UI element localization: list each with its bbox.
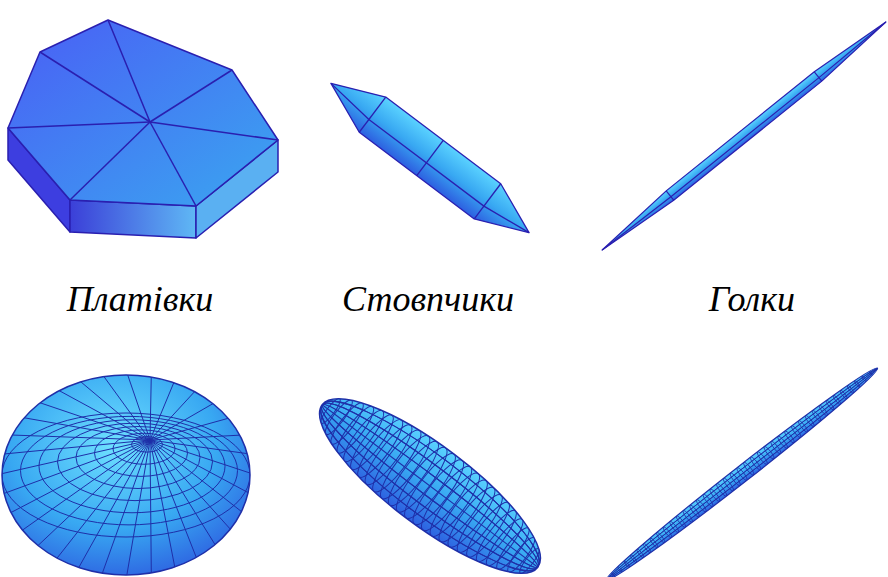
grid-line [0,440,150,495]
grid-line [54,388,150,440]
grid-line [604,365,880,577]
grid-line [310,389,550,577]
crystal-type-label: Стовпчики [342,280,514,320]
grid-line [150,388,198,440]
grid-line [316,397,544,575]
grid-line [34,440,150,549]
needle-crystal [598,17,888,254]
grid-line [606,368,877,577]
grid-line [310,389,550,577]
column-crystal [318,66,543,250]
grid-line [150,440,151,577]
grid-line [6,435,150,440]
grid-line [101,440,150,577]
prolate-spheroid [298,373,562,577]
plate-crystal [8,20,278,238]
oblate-spheroid [0,370,256,577]
grid-line [604,365,880,577]
grid-line [150,435,246,440]
grid-line [0,440,150,455]
grid-line [150,440,234,533]
grid-line [150,440,254,455]
needle-spheroid [602,362,883,577]
grid-line [18,417,150,440]
grid-line [150,372,151,440]
grid-line [316,397,544,575]
grid-line [150,378,176,440]
grid-line [150,440,198,562]
grid-line [150,401,218,440]
grid-line [322,405,538,568]
grid-line [150,440,176,572]
grid-line [18,440,150,533]
grid-line [304,381,556,577]
grid-line [150,440,254,495]
crystal-type-label: Платівки [67,280,214,320]
grid-line [304,381,556,577]
grid-line [101,372,150,440]
grid-line [34,401,150,440]
grid-line [126,370,150,440]
crystal-type-label: Голки [709,280,795,320]
grid-line [0,440,150,475]
